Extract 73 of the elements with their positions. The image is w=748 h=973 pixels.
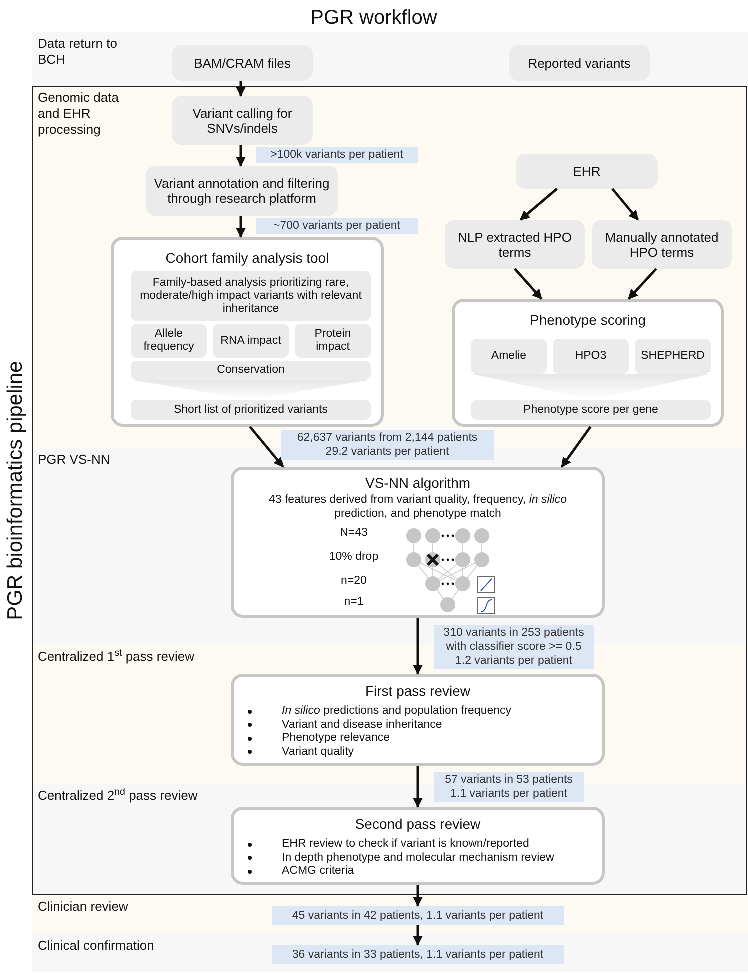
panel-title: VS-NN algorithm [364, 475, 472, 491]
stage-band [32, 86, 747, 448]
arrow [236, 145, 246, 167]
arrow [236, 81, 246, 97]
diagram-title: PGR workflow [310, 6, 438, 30]
review-panel [231, 674, 605, 766]
edge-label: 57 variants in 53 patients 1.1 variants per patient [434, 772, 584, 802]
stage-band [32, 895, 748, 934]
stage-band [32, 784, 747, 895]
algorithm-panel [231, 467, 605, 618]
criteria-box: Phenotype score per gene [471, 400, 711, 420]
bullet-item: Phenotype relevance [282, 732, 390, 746]
criteria-box: Protein impact [295, 324, 371, 358]
panel-description: 43 features derived from variant quality, frequency, in silico prediction, and phenotype match [268, 493, 568, 521]
stage-band [32, 934, 748, 972]
stage-label: Centralized 1$^{st}$ pass review [38, 649, 194, 665]
criteria-box: Family-based analysis prioritizing rare, moderate/high impact variants with relevant inheritance [131, 271, 371, 321]
tool-panel [452, 299, 724, 427]
edge-label: 310 variants in 253 patients with classifier score >= 0.5 1.2 variants per patient [434, 625, 594, 669]
arrow [514, 268, 543, 300]
process-box: Manually annotated HPO terms [592, 220, 732, 269]
arrow [628, 268, 658, 300]
stage-band [32, 32, 748, 86]
criteria-box: SHEPHERD [635, 339, 711, 374]
stage-label: Data return to BCH [38, 36, 118, 68]
review-panel [231, 807, 605, 885]
edge-label: >100k variants per patient [256, 147, 418, 163]
arrow [520, 188, 558, 221]
arrow [236, 216, 246, 238]
pipeline-label: PGR bioinformatics pipeline [3, 360, 28, 620]
process-box: Variant annotation and filtering through research platform [146, 166, 338, 216]
count-label: 36 variants in 33 patients, 1.1 variants per patient [272, 945, 564, 964]
arrow [249, 426, 284, 468]
edge-label: ~700 variants per patient [256, 218, 418, 234]
criteria-box: Amelie [471, 339, 547, 374]
arrow [413, 885, 423, 907]
stage-label: Genomic data and EHR processing [38, 90, 120, 138]
arrow [413, 618, 423, 675]
bullet-item: Variant quality [282, 746, 354, 759]
stage-label: Clinician review [38, 899, 128, 915]
criteria-box: HPO3 [553, 339, 629, 374]
process-box: EHR [516, 154, 658, 189]
bullet-item: Variant and disease inheritance [282, 718, 442, 732]
layer-label: 10% drop [328, 550, 380, 564]
layer-label: n=1 [343, 595, 365, 609]
bullet-item: In silico predictions and population frequency [282, 705, 512, 718]
criteria-box: Allele frequency [131, 324, 207, 358]
edge-label: 62,637 variants from 2,144 patients 29.2 variants per patient [281, 430, 494, 460]
count-label: 45 variants in 42 patients, 1.1 variants per patient [272, 906, 564, 925]
bullet-item: In depth phenotype and molecular mechanism review [282, 852, 554, 865]
tool-panel [111, 237, 384, 427]
criteria-box: RNA impact [213, 324, 289, 358]
layer-label: n=20 [340, 574, 368, 588]
stage-label: PGR VS-NN [38, 452, 110, 468]
process-box: NLP extracted HPO terms [445, 220, 585, 269]
arrow [413, 925, 423, 946]
criteria-box: Conservation [131, 361, 371, 380]
process-box: Variant calling for SNVs/indels [172, 96, 313, 145]
process-box: Reported variants [509, 45, 650, 81]
bullet-item: ACMG criteria [282, 865, 354, 878]
process-box: BAM/CRAM files [172, 45, 313, 81]
panel-title: First pass review [364, 683, 472, 699]
panel-title: Second pass review [354, 816, 482, 832]
arrow [612, 188, 640, 221]
stage-label: Clinical confirmation [38, 938, 154, 954]
criteria-box: Short list of prioritized variants [131, 400, 371, 420]
arrow [413, 766, 423, 808]
bullet-item: EHR review to check if variant is known/reported [282, 838, 530, 852]
layer-label: N=43 [339, 526, 369, 540]
panel-title: Cohort family analysis tool [164, 250, 330, 266]
arrow [560, 426, 592, 468]
stage-label: Centralized 2$^{nd}$ pass review [38, 788, 198, 804]
panel-title: Phenotype scoring [529, 312, 647, 328]
